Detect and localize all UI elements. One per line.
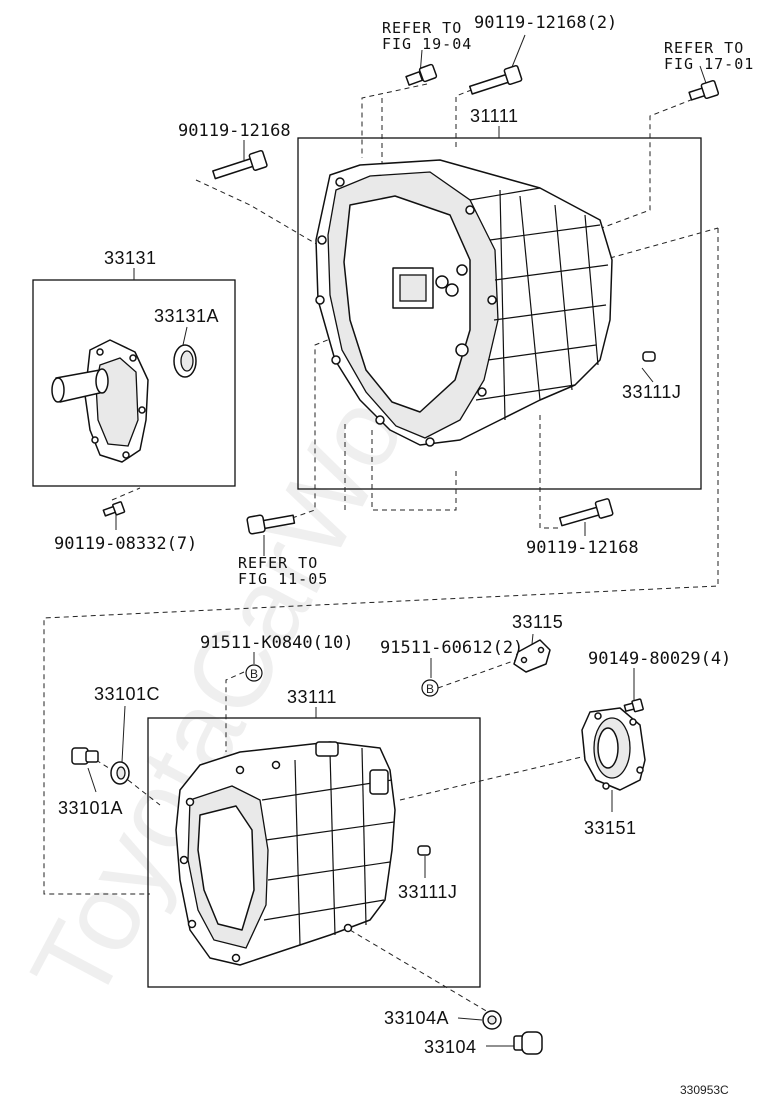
bolt-top-icon [468,64,523,95]
circle-b-marker-2: B [421,679,439,697]
cover-plate-icon [513,639,551,673]
figure-code: 330953C [680,1083,729,1097]
label-housing-bottom: 33111 [287,687,337,707]
oil-seal-top-icon [173,344,197,378]
label-bolt-b-60612: 91511-60612(2) [380,638,523,658]
bolt-retainer-icon [102,501,126,517]
transmission-case-bottom-icon [175,741,396,966]
bolt-refer-17-01-icon [688,79,720,101]
label-refer-11-05-line1: REFER TO [238,554,318,572]
label-retainer-33151: 33151 [584,818,637,838]
transmission-case-top-icon [315,159,613,447]
label-refer-17-01-line2: FIG 17-01 [664,55,754,73]
label-refer-19-04-line1: REFER TO [382,19,462,37]
label-bolt-b-k0840: 91511-K0840(10) [200,633,354,653]
bearing-retainer-icon [51,339,149,463]
label-gasket-33101c: 33101C [94,684,160,704]
plug-33104-icon [513,1031,543,1055]
pin-bottom-icon [417,845,431,856]
bolt-refer-19-04-icon [405,63,438,86]
label-retainer-group: 33131 [104,248,157,268]
label-bolt-top: 90119-12168(2) [474,13,617,33]
svg-text:B: B [250,667,258,681]
label-oil-seal-top: 33131A [154,306,219,326]
label-cover-33115: 33115 [512,612,563,632]
label-bolt-retainer: 90119-08332(7) [54,534,197,554]
plug-33101a-icon [71,747,99,765]
bolt-right-icon [558,498,614,527]
svg-text:B: B [426,682,434,696]
circle-b-marker-1: B [245,664,263,682]
gasket-33104a-icon [482,1010,502,1030]
label-bolt-right: 90119-12168 [526,538,639,558]
label-refer-11-05-line2: FIG 11-05 [238,570,328,588]
label-pin-bottom: 33111J [398,882,457,902]
bolt-left-icon [212,149,268,180]
label-plug-33101a: 33101A [58,798,123,818]
label-refer-19-04-line2: FIG 19-04 [382,35,472,53]
label-plug-33104: 33104 [424,1037,477,1057]
label-housing-top: 31111 [470,106,519,126]
label-refer-17-01-line1: REFER TO [664,39,744,57]
bolt-80029-icon [623,698,644,713]
bolt-refer-11-05-icon [246,514,296,535]
label-pin-top: 33111J [622,382,681,402]
retainer-33151-icon [581,707,646,791]
label-gasket-33104a: 33104A [384,1008,449,1028]
label-bolt-80029: 90149-80029(4) [588,649,731,669]
pin-top-icon [642,351,656,362]
assembly-lines-top [43,79,719,895]
gasket-33101c-icon [110,761,130,785]
label-bolt-left: 90119-12168 [178,121,291,141]
housing-bottom-frame [147,717,481,988]
